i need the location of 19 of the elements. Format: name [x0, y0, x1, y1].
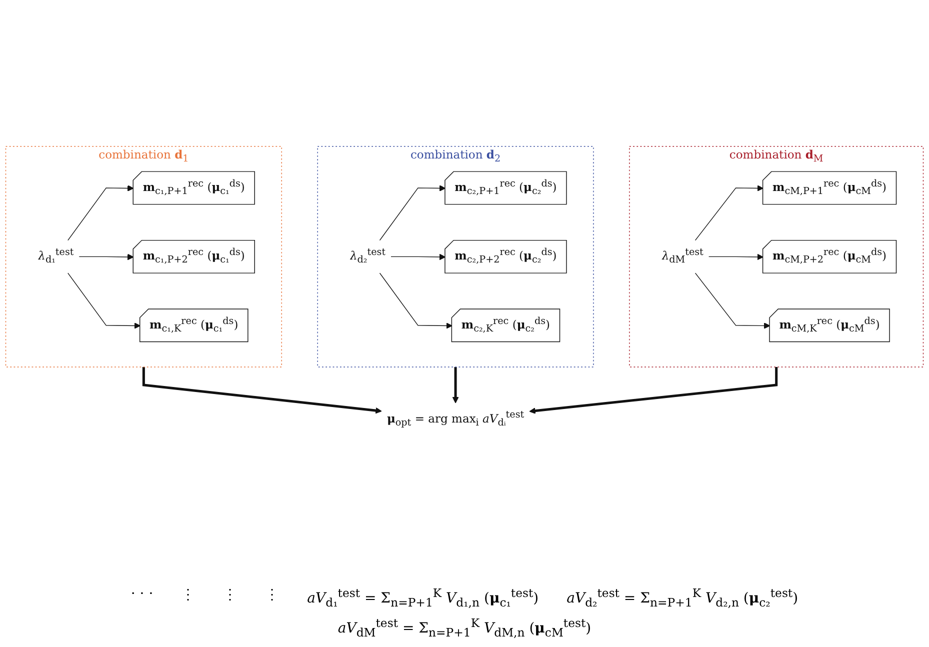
formula-text: ⋮ — [181, 586, 196, 606]
formula-text: · · · — [130, 586, 154, 604]
arrow — [68, 272, 140, 329]
arrow — [390, 254, 446, 260]
arrow — [142, 366, 382, 414]
arrow — [68, 185, 134, 241]
arrow — [452, 366, 459, 404]
arrow — [694, 272, 770, 329]
formula-text: ⋮ — [223, 586, 238, 606]
formula-text: ⋮ — [265, 586, 280, 606]
arrow — [78, 254, 134, 260]
arrow — [379, 272, 452, 329]
arrow — [529, 366, 778, 414]
formula-text: aV$_{d₂}$$^{test}$ = Σ$_{n=P+1}$$^{K}$ V$_{d₂,n}$ (μ$_{c₂}$$^{test}$) — [566, 586, 798, 610]
arrow — [708, 254, 764, 260]
arrow — [379, 185, 446, 241]
arrow — [694, 185, 764, 241]
formula-text: aV$_{d₁}$$^{test}$ = Σ$_{n=P+1}$$^{K}$ V$_{d₁,n}$ (μ$_{c₁}$$^{test}$) — [307, 586, 539, 610]
formula-text: aV$_{dM}$$^{test}$ = Σ$_{n=P+1}$$^{K}$ V$_{dM,n}$ (μ$_{cM}$$^{test}$) — [338, 616, 592, 639]
